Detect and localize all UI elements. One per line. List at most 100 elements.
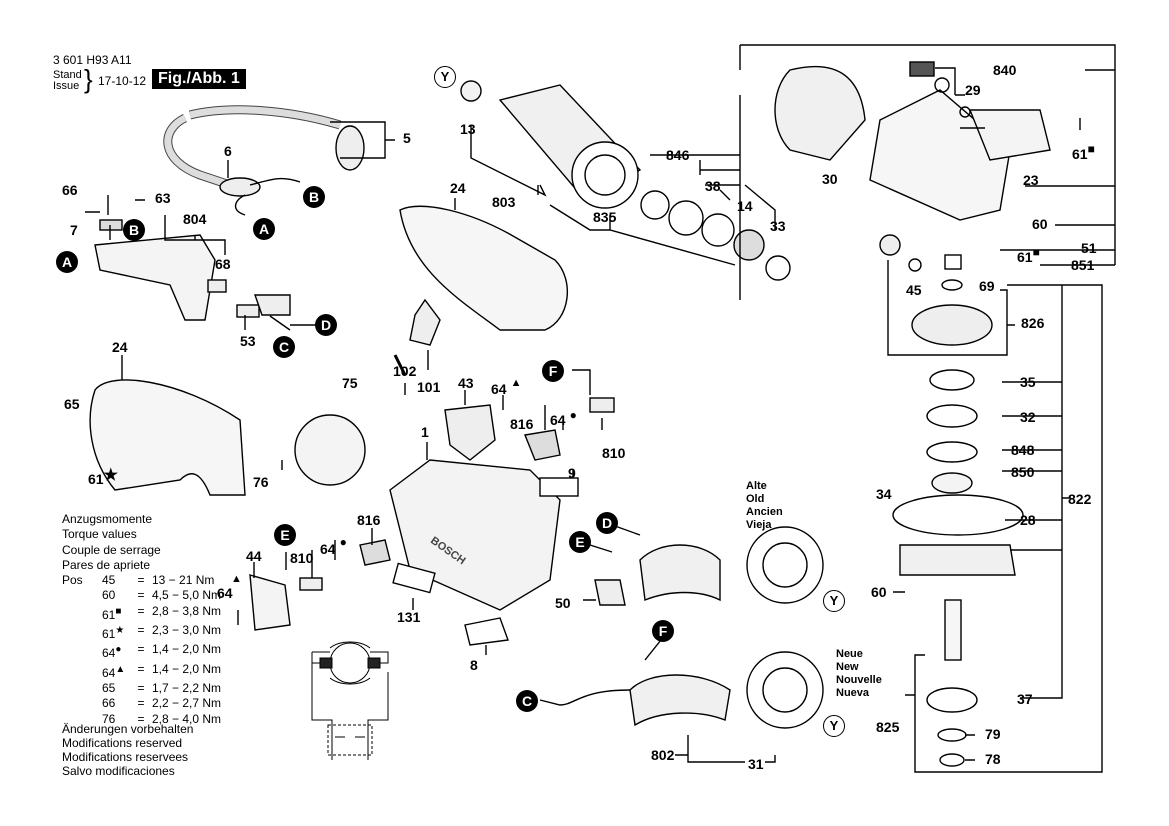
motor-housing bbox=[294, 414, 579, 646]
part-label-61-star: 61★ bbox=[88, 467, 118, 487]
torque-title-en: Torque values bbox=[62, 527, 137, 542]
part-label-816-bottom: 816 bbox=[357, 512, 381, 528]
field-coils bbox=[594, 526, 824, 729]
connector-f-brush: F bbox=[542, 360, 564, 382]
torque-row: 65=1,7 − 2,2 Nm bbox=[62, 681, 221, 696]
torque-marker-icon: ● bbox=[115, 644, 122, 656]
part-label-822: 822 bbox=[1068, 491, 1092, 507]
triangle-marker-icon: ▲ bbox=[510, 377, 522, 389]
part-label-63: 63 bbox=[155, 190, 171, 206]
part-label-35: 35 bbox=[1020, 374, 1036, 390]
part-label-64-triangle-top: 64▲ bbox=[491, 377, 522, 397]
leaders-coils bbox=[539, 525, 776, 763]
torque-value: 2,8 − 4,0 Nm bbox=[152, 711, 222, 726]
leader-5 bbox=[330, 121, 395, 159]
part-label-45: 45 bbox=[906, 282, 922, 298]
part-label-75: 75 bbox=[342, 375, 358, 391]
torque-pos-label bbox=[62, 642, 102, 661]
torque-part-number: 65 bbox=[102, 680, 116, 695]
power-cord bbox=[163, 105, 365, 216]
torque-equals: = bbox=[137, 661, 145, 676]
variant-new-fr: Nouvelle bbox=[836, 674, 882, 686]
leaders-housing bbox=[281, 442, 574, 655]
part-label-802: 802 bbox=[651, 747, 675, 763]
torque-value: 1,4 − 2,0 Nm bbox=[152, 642, 222, 657]
part-label-43: 43 bbox=[458, 375, 474, 391]
part-label-32: 32 bbox=[1020, 409, 1036, 425]
torque-part-number: 45 bbox=[102, 573, 116, 588]
part-label-61-square-mid: 61■ bbox=[1017, 245, 1040, 265]
part-label-803: 803 bbox=[492, 194, 516, 210]
issue-label: Issue bbox=[53, 80, 80, 92]
torque-equals: = bbox=[137, 603, 145, 618]
part-label-14: 14 bbox=[737, 198, 753, 214]
part-label-24-shell: 24 bbox=[450, 180, 466, 196]
torque-value: 4,5 − 5,0 Nm bbox=[152, 588, 222, 603]
part-label-840: 840 bbox=[993, 62, 1017, 78]
part-label-79: 79 bbox=[985, 726, 1001, 742]
torque-pos-label bbox=[62, 681, 102, 696]
part-label-37: 37 bbox=[1017, 691, 1033, 707]
variant-new-de: Neue bbox=[836, 648, 863, 660]
part-label-28: 28 bbox=[1020, 512, 1036, 528]
part-label-9: 9 bbox=[568, 465, 576, 481]
circuit-schematic bbox=[311, 641, 389, 760]
leaders-53 bbox=[244, 315, 315, 331]
part-label-60-bottom: 60 bbox=[871, 584, 887, 600]
leaders-gear-stack bbox=[887, 260, 1103, 773]
part-label-5: 5 bbox=[403, 130, 411, 146]
torque-row: 64▲=1,4 − 2,0 Nm bbox=[62, 662, 221, 681]
stand-label: Stand bbox=[53, 69, 82, 81]
torque-part-number: 64● bbox=[102, 644, 122, 661]
torque-pos-label bbox=[62, 662, 102, 681]
notice-en: Modifications reserved bbox=[62, 736, 183, 750]
torque-row: 61■=2,8 − 3,8 Nm bbox=[62, 604, 221, 623]
torque-pos-label bbox=[62, 623, 102, 642]
part-label-101: 101 bbox=[417, 379, 441, 395]
torque-equals: = bbox=[137, 711, 145, 726]
variant-new-es: Nueva bbox=[836, 687, 870, 699]
connector-e-brush: E bbox=[274, 524, 296, 546]
connector-b-switch: B bbox=[123, 219, 145, 241]
torque-row: 64●=1,4 − 2,0 Nm bbox=[62, 642, 221, 661]
gear-housing-top bbox=[774, 61, 1051, 221]
leaders-top-right bbox=[740, 44, 1116, 266]
connector-f-coil: F bbox=[652, 620, 674, 642]
torque-row: 76=2,8 − 4,0 Nm bbox=[62, 712, 221, 727]
modifications-notice: Änderungen vorbehalten Modifications res… bbox=[62, 722, 193, 778]
torque-part-number: 60 bbox=[102, 588, 116, 603]
connector-d-switch: D bbox=[315, 314, 337, 336]
notice-es: Salvo modificaciones bbox=[62, 764, 175, 778]
part-label-29: 29 bbox=[965, 82, 981, 98]
connector-c-switch: C bbox=[273, 336, 295, 358]
connector-e-coil: E bbox=[569, 531, 591, 553]
variant-old-de: Alte bbox=[746, 480, 767, 492]
torque-equals: = bbox=[137, 623, 145, 638]
triangle-marker-icon: ▲ bbox=[231, 573, 242, 585]
torque-pos-label bbox=[62, 588, 102, 603]
variant-old-es: Vieja bbox=[746, 519, 772, 531]
brush-holders bbox=[249, 397, 615, 631]
part-label-846: 846 bbox=[666, 147, 690, 163]
variant-old-en: Old bbox=[746, 493, 765, 505]
part-label-810-top: 810 bbox=[602, 445, 626, 461]
handle-half-shell bbox=[399, 205, 569, 331]
torque-marker-icon: ■ bbox=[115, 605, 122, 617]
leaders-armature bbox=[470, 45, 776, 300]
torque-value: 2,8 − 3,8 Nm bbox=[152, 603, 222, 618]
part-label-69: 69 bbox=[979, 278, 995, 294]
torque-part-number: 64▲ bbox=[102, 663, 126, 680]
part-101-shape bbox=[409, 298, 441, 346]
part-label-848: 848 bbox=[1011, 442, 1035, 458]
part-label-78: 78 bbox=[985, 751, 1001, 767]
connector-y-new: Y bbox=[823, 715, 845, 737]
part-label-34: 34 bbox=[876, 486, 892, 502]
torque-value: 13 − 21 Nm bbox=[152, 573, 215, 588]
torque-pos-label: Pos bbox=[62, 573, 83, 588]
torque-part-number: 61★ bbox=[102, 625, 125, 642]
part-label-53: 53 bbox=[240, 333, 256, 349]
part-label-68: 68 bbox=[215, 256, 231, 272]
handle-grip bbox=[89, 379, 246, 496]
